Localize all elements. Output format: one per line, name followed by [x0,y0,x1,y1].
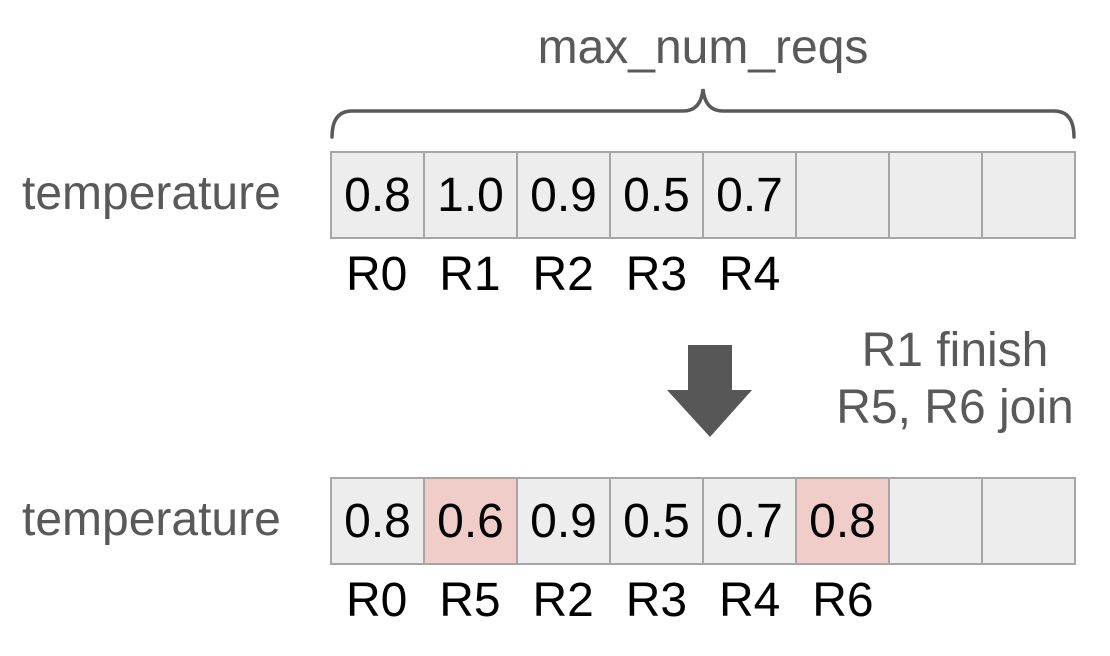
request-label [890,250,983,300]
request-labels-top: R0 R1 R2 R3 R4 [330,250,1076,300]
array-cell [981,479,1074,563]
array-cell: 0.8 [332,479,423,563]
request-label: R3 [625,248,688,301]
request-label [890,576,983,626]
array-cell [888,479,981,563]
array-cell: 0.8 [332,153,423,237]
request-label: R6 [812,574,874,627]
array-cell: 0.8 [795,479,888,563]
array-row-bottom: 0.8 0.6 0.9 0.5 0.7 0.8 [330,477,1076,565]
request-label: R0 [345,574,408,627]
request-label [983,576,1076,626]
temperature-label-bottom: temperature [22,493,281,546]
request-label: R3 [625,574,688,627]
array-cell: 0.7 [702,153,795,237]
array-cell: 0.6 [423,479,516,563]
array-cell: 0.9 [516,153,609,237]
request-label [796,250,889,300]
request-label: R4 [718,248,781,301]
request-label: R1 [439,248,501,301]
array-cell [795,153,888,237]
array-cell: 0.9 [516,479,609,563]
request-label [983,250,1076,300]
temperature-label-top: temperature [22,167,281,220]
array-cell: 0.5 [609,153,702,237]
curly-brace-icon [330,88,1076,139]
array-cell [981,153,1074,237]
array-cell: 0.5 [609,479,702,563]
array-cell [888,153,981,237]
transition-note: R1 finish R5, R6 join [810,322,1100,436]
array-cell: 0.7 [702,479,795,563]
request-labels-bottom: R0 R5 R2 R3 R4 R6 [330,576,1076,626]
array-row-top: 0.8 1.0 0.9 0.5 0.7 [330,151,1076,239]
array-cell: 1.0 [423,153,516,237]
max-num-reqs-label: max_num_reqs [537,21,869,74]
down-arrow-icon [667,345,752,437]
request-label: R4 [718,574,781,627]
request-label: R2 [532,574,594,627]
request-label: R5 [439,574,501,627]
request-label: R2 [532,248,594,301]
transition-line-1: R1 finish [861,324,1049,377]
request-label: R0 [345,248,408,301]
transition-line-2: R5, R6 join [836,381,1074,434]
